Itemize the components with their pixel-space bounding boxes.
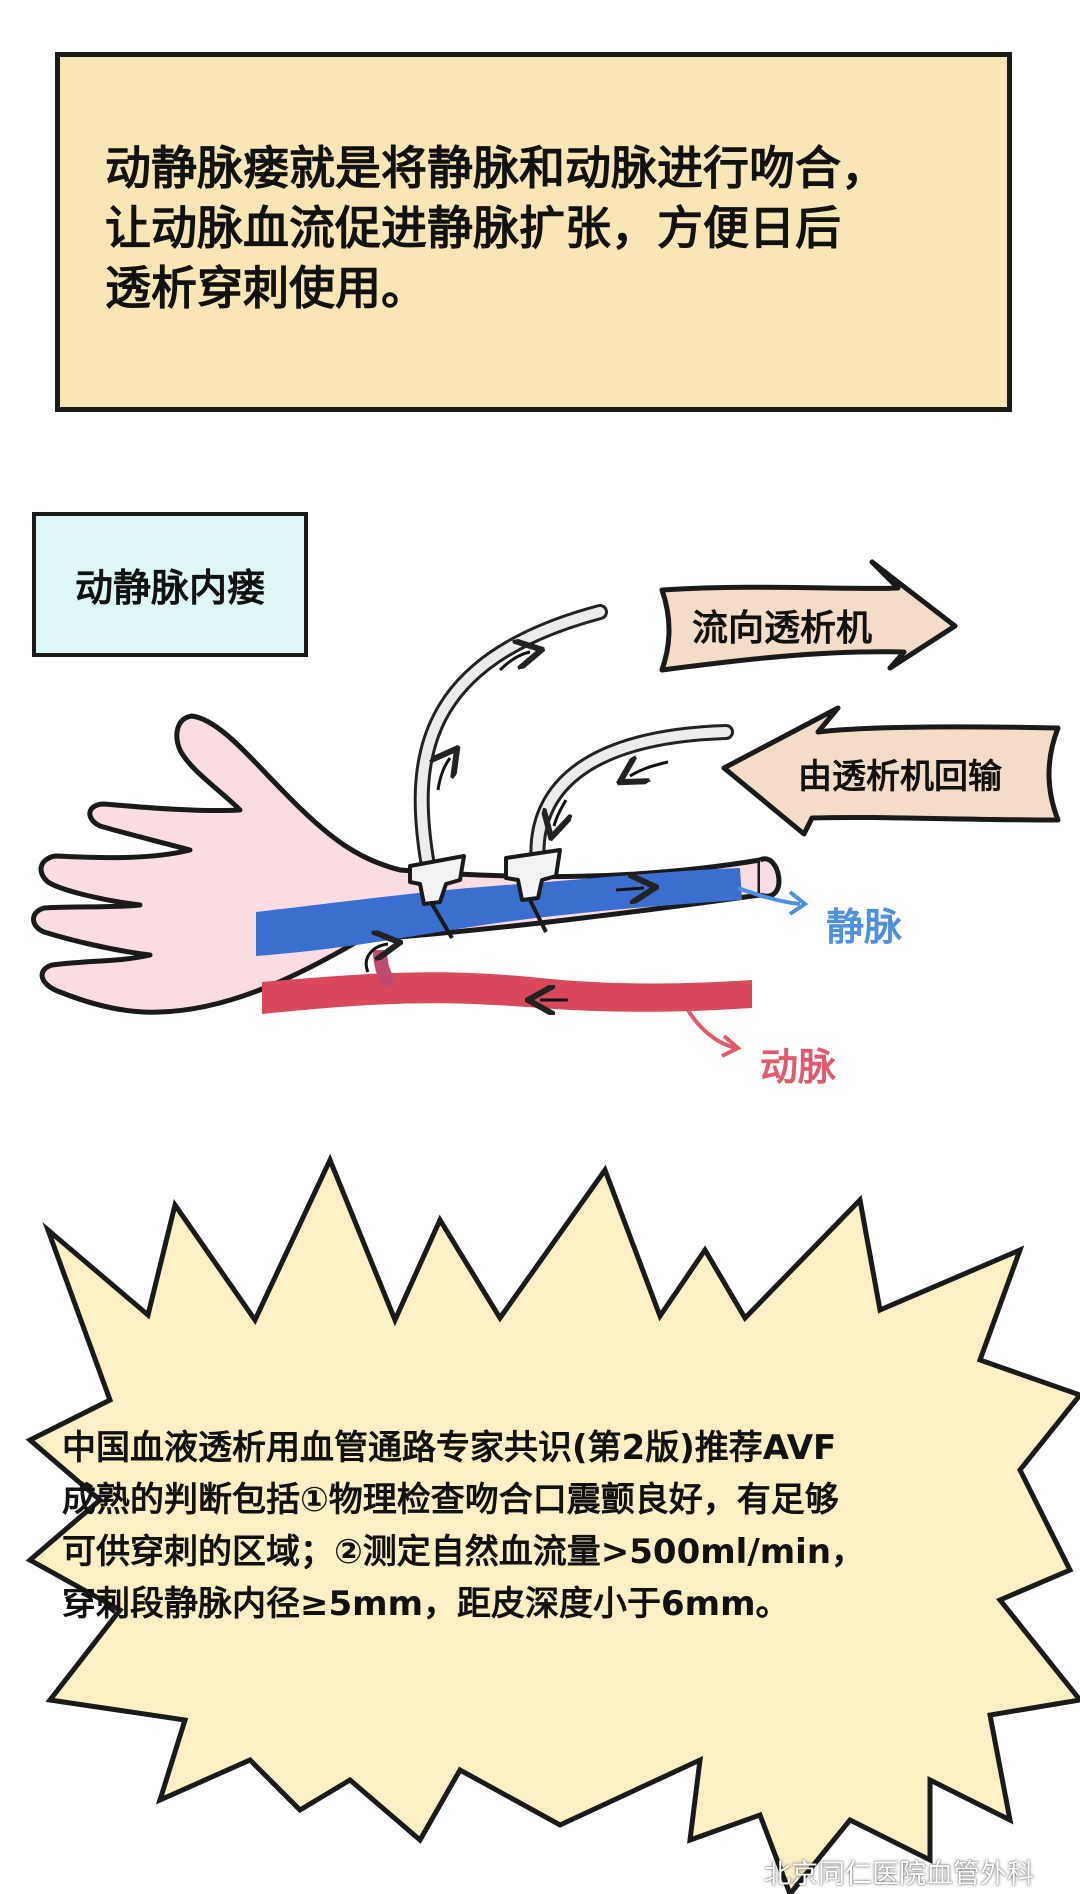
guideline-line: 穿刺段静脉内径≥5mm，距皮深度小于6mm。 bbox=[62, 1584, 790, 1624]
diagram-title-box: 动静脉内瘘 bbox=[32, 512, 308, 657]
arrow-out-label: 流向透析机 bbox=[692, 608, 872, 649]
artery bbox=[262, 972, 752, 1014]
intro-line: 让动脉血流促进静脉扩张，方便日后 bbox=[105, 201, 841, 255]
artery-pointer bbox=[686, 1008, 737, 1050]
intro-line: 透析穿刺使用。 bbox=[105, 261, 427, 315]
burst-shape bbox=[25, 1153, 1080, 1894]
needle-hub-2 bbox=[504, 848, 562, 902]
watermark: 北京同仁医院血管外科 bbox=[718, 1852, 1034, 1891]
vein-label: 静脉 bbox=[826, 905, 903, 949]
intro-text: 动静脉瘘就是将静脉和动脉进行吻合， 让动脉血流促进静脉扩张，方便日后 透析穿刺使… bbox=[105, 138, 985, 318]
fistula-illustration: 流向透析机 由透析机回输 静脉 动脉 bbox=[31, 559, 1061, 1089]
watermark-text: 北京同仁医院血管外科 bbox=[764, 1859, 1034, 1890]
intro-box bbox=[55, 52, 1012, 412]
arrow-to-machine bbox=[659, 559, 958, 673]
arrow-in-label: 由透析机回输 bbox=[798, 757, 1003, 797]
wechat-icon bbox=[719, 1858, 756, 1884]
guideline-text: 中国血液透析用血管通路专家共识(第2版)推荐AVF 成熟的判断包括①物理检查吻合… bbox=[62, 1422, 1052, 1630]
needle-hub-1 bbox=[408, 854, 466, 906]
guideline-line: 中国血液透析用血管通路专家共识(第2版)推荐AVF bbox=[62, 1428, 837, 1468]
guideline-line: 成熟的判断包括①物理检查吻合口震颤良好，有足够 bbox=[62, 1480, 839, 1520]
diagram-title: 动静脉内瘘 bbox=[74, 566, 265, 610]
guideline-line: 可供穿刺的区域；②测定自然血流量>500ml/min， bbox=[62, 1532, 866, 1572]
vein-pointer bbox=[737, 886, 801, 906]
artery-label: 动脉 bbox=[760, 1045, 837, 1089]
arm bbox=[31, 713, 763, 1015]
tube-in bbox=[529, 724, 734, 874]
arrow-from-machine bbox=[721, 705, 1061, 837]
guideline-burst bbox=[25, 1153, 1080, 1894]
intro-line: 动静脉瘘就是将静脉和动脉进行吻合， bbox=[105, 141, 887, 195]
